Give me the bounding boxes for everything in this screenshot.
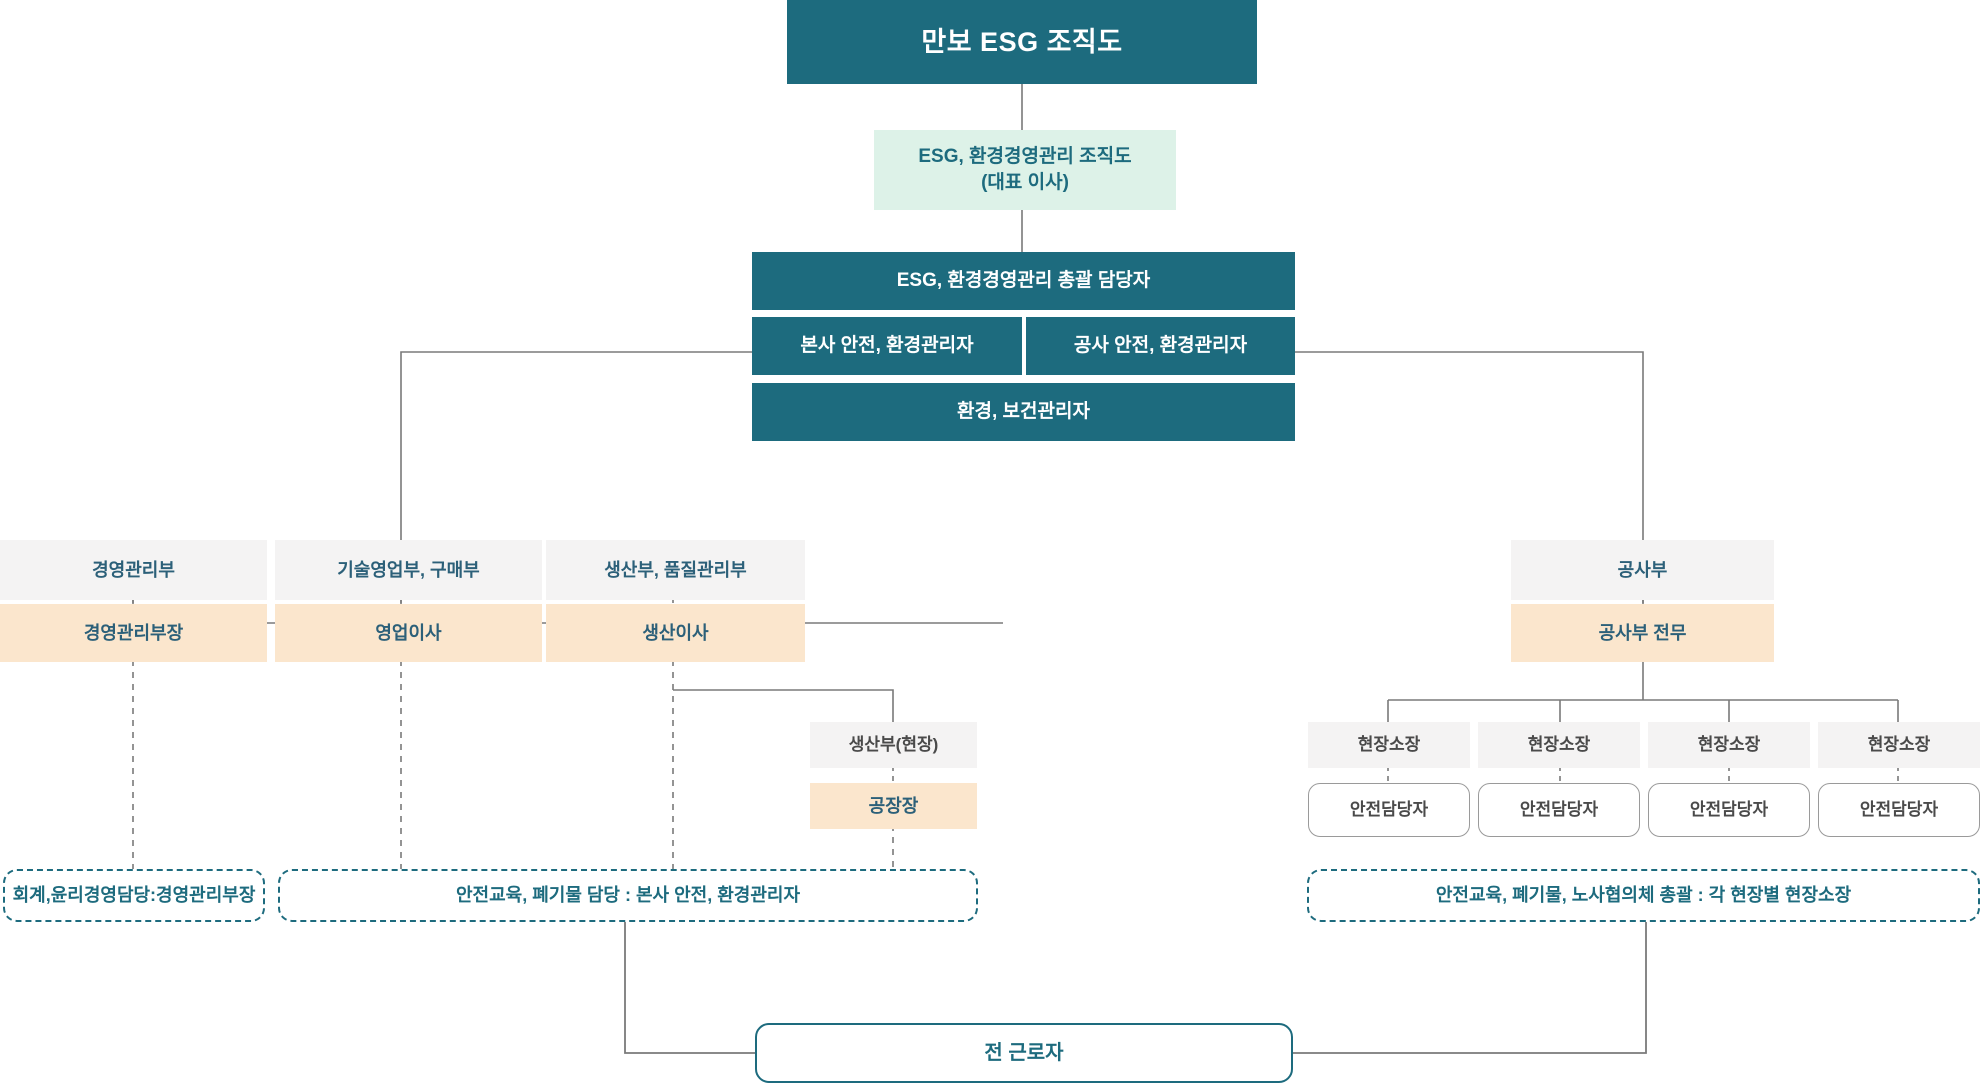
safety-officer-text-3: 안전담당자 bbox=[1689, 799, 1769, 819]
factory-head-text: 공장장 bbox=[868, 795, 919, 816]
role-production-text: 생산이사 bbox=[642, 622, 709, 643]
note-site-total-box: 안전교육, 폐기물, 노사협의체 총괄 : 각 현장별 현장소장 bbox=[1307, 869, 1980, 922]
safety-officer-box-3: 안전담당자 bbox=[1648, 783, 1810, 837]
role-management-box: 경영관리부장 bbox=[0, 604, 267, 662]
dept-construction-box: 공사부 bbox=[1511, 540, 1774, 600]
dept-management-text: 경영관리부 bbox=[92, 559, 175, 580]
safety-officer-text-2: 안전담당자 bbox=[1519, 799, 1599, 819]
role-production-box: 생산이사 bbox=[546, 604, 805, 662]
safety-officer-text-1: 안전담당자 bbox=[1349, 799, 1429, 819]
note-site-total-text: 안전교육, 폐기물, 노사협의체 총괄 : 각 현장별 현장소장 bbox=[1435, 885, 1852, 906]
safety-officer-box-2: 안전담당자 bbox=[1478, 783, 1640, 837]
note-accounting-text: 회계,윤리경영담당:경영관리부장 bbox=[12, 885, 256, 906]
esg-head-box: ESG, 환경경영관리 총괄 담당자 bbox=[752, 252, 1295, 310]
dept-management-box: 경영관리부 bbox=[0, 540, 267, 600]
hq-safety-text: 본사 안전, 환경관리자 bbox=[800, 335, 974, 357]
all-workers-box: 전 근로자 bbox=[755, 1023, 1293, 1083]
site-safety-text: 공사 안전, 환경관리자 bbox=[1073, 335, 1248, 357]
site-manager-box-3: 현장소장 bbox=[1648, 722, 1810, 768]
site-manager-text-2: 현장소장 bbox=[1527, 734, 1591, 754]
role-management-text: 경영관리부장 bbox=[83, 622, 184, 643]
safety-officer-box-4: 안전담당자 bbox=[1818, 783, 1980, 837]
dept-sales-box: 기술영업부, 구매부 bbox=[275, 540, 542, 600]
hq-safety-box: 본사 안전, 환경관리자 bbox=[752, 317, 1022, 375]
note-safety-education-text: 안전교육, 폐기물 담당 : 본사 안전, 환경관리자 bbox=[455, 885, 801, 906]
site-manager-text-3: 현장소장 bbox=[1697, 734, 1761, 754]
dept-construction-text: 공사부 bbox=[1617, 559, 1668, 580]
esg-org-text: ESG, 환경경영관리 조직도 (대표 이사) bbox=[918, 146, 1132, 193]
note-safety-education-box: 안전교육, 폐기물 담당 : 본사 안전, 환경관리자 bbox=[278, 869, 978, 922]
esg-org-box: ESG, 환경경영관리 조직도 (대표 이사) bbox=[874, 130, 1176, 210]
note-accounting-box: 회계,윤리경영담당:경영관리부장 bbox=[3, 869, 265, 922]
role-construction-box: 공사부 전무 bbox=[1511, 604, 1774, 662]
env-health-text: 환경, 보건관리자 bbox=[957, 401, 1090, 423]
site-manager-text-4: 현장소장 bbox=[1867, 734, 1931, 754]
site-manager-box-1: 현장소장 bbox=[1308, 722, 1470, 768]
site-manager-box-2: 현장소장 bbox=[1478, 722, 1640, 768]
role-construction-text: 공사부 전무 bbox=[1598, 622, 1687, 643]
dept-production-text: 생산부, 품질관리부 bbox=[604, 559, 747, 580]
chart-title-box: 만보 ESG 조직도 bbox=[787, 0, 1257, 84]
esg-head-text: ESG, 환경경영관리 총괄 담당자 bbox=[896, 270, 1151, 292]
dept-sales-text: 기술영업부, 구매부 bbox=[337, 559, 480, 580]
site-manager-box-4: 현장소장 bbox=[1818, 722, 1980, 768]
production-site-text: 생산부(현장) bbox=[848, 734, 939, 754]
safety-officer-box-1: 안전담당자 bbox=[1308, 783, 1470, 837]
site-manager-text-1: 현장소장 bbox=[1357, 734, 1421, 754]
role-sales-box: 영업이사 bbox=[275, 604, 542, 662]
dept-production-box: 생산부, 품질관리부 bbox=[546, 540, 805, 600]
safety-officer-text-4: 안전담당자 bbox=[1859, 799, 1939, 819]
role-sales-text: 영업이사 bbox=[375, 622, 442, 643]
all-workers-text: 전 근로자 bbox=[984, 1041, 1064, 1064]
factory-head-box: 공장장 bbox=[810, 783, 977, 829]
production-site-box: 생산부(현장) bbox=[810, 722, 977, 768]
env-health-box: 환경, 보건관리자 bbox=[752, 383, 1295, 441]
chart-title-text: 만보 ESG 조직도 bbox=[921, 26, 1123, 57]
site-safety-box: 공사 안전, 환경관리자 bbox=[1026, 317, 1295, 375]
